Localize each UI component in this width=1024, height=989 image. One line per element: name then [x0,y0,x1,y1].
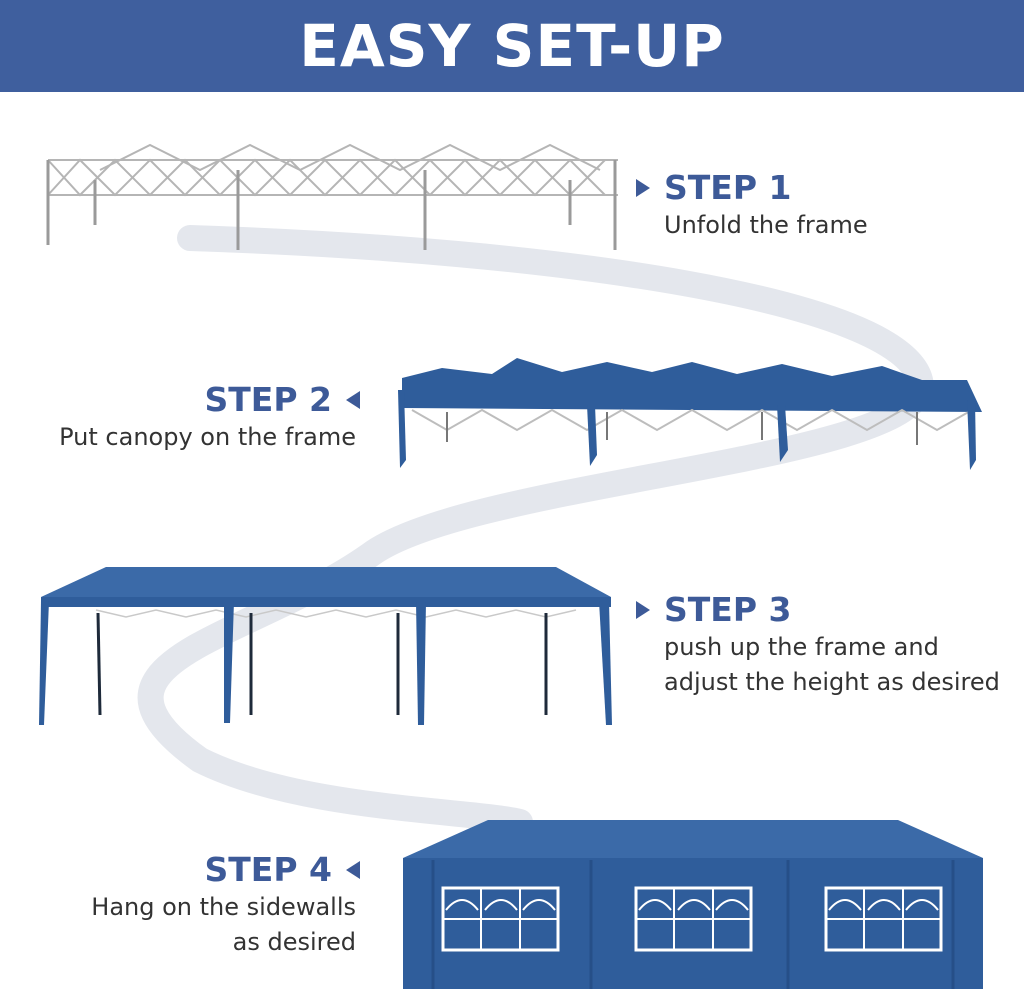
step-2-label: STEP 2 [204,380,332,419]
step-2-desc: Put canopy on the frame [59,423,356,451]
step-3: STEP 3 push up the frame and adjust the … [636,590,1000,700]
draped-canopy-illustration [398,358,982,470]
step-1: STEP 1 Unfold the frame [636,168,868,243]
tent-with-sidewalls-illustration [403,820,983,989]
step-3-desc-line-2: adjust the height as desired [664,668,1000,696]
frame-illustration [46,143,618,250]
title-banner: EASY SET-UP [0,0,1024,92]
arrow-left-icon [346,391,360,409]
step-4-desc-line-1: Hang on the sidewalls [91,893,356,921]
arrow-right-icon [636,601,650,619]
step-2: STEP 2 Put canopy on the frame [40,380,360,455]
step-1-desc: Unfold the frame [664,211,868,239]
step-1-label: STEP 1 [664,168,792,207]
step-3-desc-line-1: push up the frame and [664,633,939,661]
step-4-desc-line-2: as desired [232,928,356,956]
arrow-right-icon [636,179,650,197]
step-4-label: STEP 4 [204,850,332,889]
arrow-left-icon [346,861,360,879]
step-3-label: STEP 3 [664,590,792,629]
page-title: EASY SET-UP [299,12,725,80]
step-4: STEP 4 Hang on the sidewalls as desired [40,850,360,960]
raised-canopy-illustration [39,567,612,725]
